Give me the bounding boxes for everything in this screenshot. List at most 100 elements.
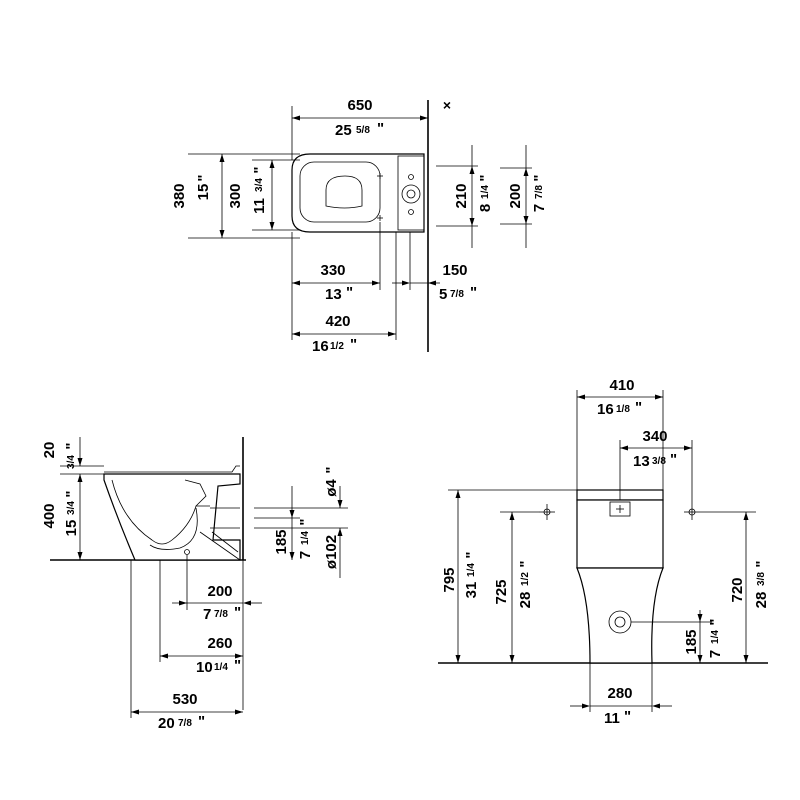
dim-380-in-mark: " [195,174,212,181]
dim-650-mm: 650 [347,97,372,114]
dim-280-in-mark: " [624,708,631,725]
dim-340-mm: 340 [642,428,667,445]
front-flush-cross [616,505,624,513]
dim-720-in-frac: 3/8 [756,572,767,586]
dim-330-mm: 330 [320,262,345,279]
dim-530-in-mark: " [198,713,205,730]
dim-725-in-mark: " [517,560,534,567]
dim-pipe-dia-mm: ø102 [323,535,340,569]
dim-200-side-in-whole: 7 [203,606,211,623]
dim-280-in-whole: 11 [604,710,620,727]
dim-260-in-whole: 10 [196,659,213,676]
dim-pipe-small-mm: ø4 [323,479,340,497]
dim-420-mm: 420 [325,313,350,330]
dim-200-in-frac: 7/8 [534,185,545,199]
top-bowl-opening [325,175,363,209]
dim-200-side-in-mark: " [234,604,241,621]
dim-210-in-frac: 1/4 [480,185,491,199]
top-tank-hole-upper [408,174,414,180]
side-toilet-body [103,473,241,561]
dim-150-in-frac: 7/8 [450,289,464,300]
dim-200-in-whole: 7 [531,204,548,212]
top-view: × 650 25 5/8 " 380 15 " [171,97,548,355]
top-flush-button-inner [406,189,416,199]
dim-420-in-mark: " [350,336,357,353]
dim-400-in-frac: 3/4 [66,501,77,515]
top-bowl-inner [299,161,381,223]
dim-200-side-mm: 200 [207,583,232,600]
dim-185-front-in-frac: 1/4 [710,630,721,644]
dim-150-mm: 150 [442,262,467,279]
side-trap-curve [149,507,198,550]
dim-150-in-mark: " [470,284,477,301]
dim-185-side-in-frac: 1/4 [300,531,311,545]
dim-20-mm: 20 [41,442,58,459]
dim-410-in-frac: 1/8 [616,404,630,415]
top-flush-button [401,184,421,204]
front-inlet-inner [614,616,626,628]
dim-330-in-mark: " [346,284,353,301]
dim-20-in-frac: 3/4 [66,455,77,469]
dim-410-in-whole: 16 [597,401,614,418]
dim-340-in-frac: 3/8 [652,456,666,467]
dim-300-in-whole: 11 [251,198,268,214]
side-trapway-upper [184,479,207,507]
dim-725-in-frac: 1/2 [520,572,531,586]
dim-185-side-mm: 185 [273,529,290,554]
dim-420-in-whole: 16 [312,338,329,355]
dim-650-in-whole: 25 [335,122,352,139]
dim-410-mm: 410 [609,377,634,394]
dim-410-in-mark: " [635,399,642,416]
dim-185-front-mm: 185 [683,629,700,654]
front-flush-plate [609,501,631,517]
dim-400-in-mark: " [63,490,80,497]
dim-185-front-in-whole: 7 [707,650,724,658]
dim-330-in-whole: 13 [325,286,342,303]
dim-795-in-whole: 31 [463,582,480,599]
front-pedestal [576,567,664,664]
dim-530-in-whole: 20 [158,715,175,732]
side-lid-line [104,465,240,473]
dim-150-in-whole: 5 [439,286,447,303]
wall-marker: × [443,97,451,113]
dim-210-mm: 210 [453,183,470,208]
dim-200-side-in-frac: 7/8 [214,609,228,620]
dim-185-side-in-whole: 7 [297,551,314,559]
dim-300-mm: 300 [227,183,244,208]
top-tank-hole-lower [408,209,414,215]
dim-340-in-whole: 13 [633,453,650,470]
dim-210-in-whole: 8 [477,204,494,212]
dim-380-mm: 380 [171,183,188,208]
dim-650-in-frac: 5/8 [356,125,370,136]
dim-720-in-mark: " [753,560,770,567]
dim-400-mm: 400 [41,503,58,528]
dim-210-in-mark: " [477,174,494,181]
side-view: 20 3/4 " 400 15 3/4 " ø4 " 185 7 1/4 " ø… [41,437,348,732]
side-drain-mark [184,549,190,555]
dim-260-mm: 260 [207,635,232,652]
dim-720-mm: 720 [729,577,746,602]
dim-420-in-frac: 1/2 [330,341,344,352]
side-bowl-interior [111,479,210,545]
dim-340-in-mark: " [670,451,677,468]
dim-795-in-frac: 1/4 [466,563,477,577]
dim-795-mm: 795 [441,567,458,592]
dim-720-in-whole: 28 [753,592,770,609]
dim-530-mm: 530 [172,691,197,708]
dim-400-in-whole: 15 [63,520,80,537]
dim-185-side-in-mark: " [297,518,314,525]
dim-530-in-frac: 7/8 [178,718,192,729]
dim-280-mm: 280 [607,685,632,702]
dim-725-mm: 725 [493,579,510,604]
top-toilet-outline [291,153,425,233]
dim-20-in-mark: " [63,442,80,449]
dim-pipe-small-mark: " [323,466,340,473]
top-fix-crosses [377,173,383,221]
dim-795-in-mark: " [463,551,480,558]
dim-300-in-frac: 3/4 [254,178,265,192]
dim-725-in-whole: 28 [517,592,534,609]
dim-200-in-mark: " [531,174,548,181]
dim-380-in-whole: 15 [195,184,212,201]
